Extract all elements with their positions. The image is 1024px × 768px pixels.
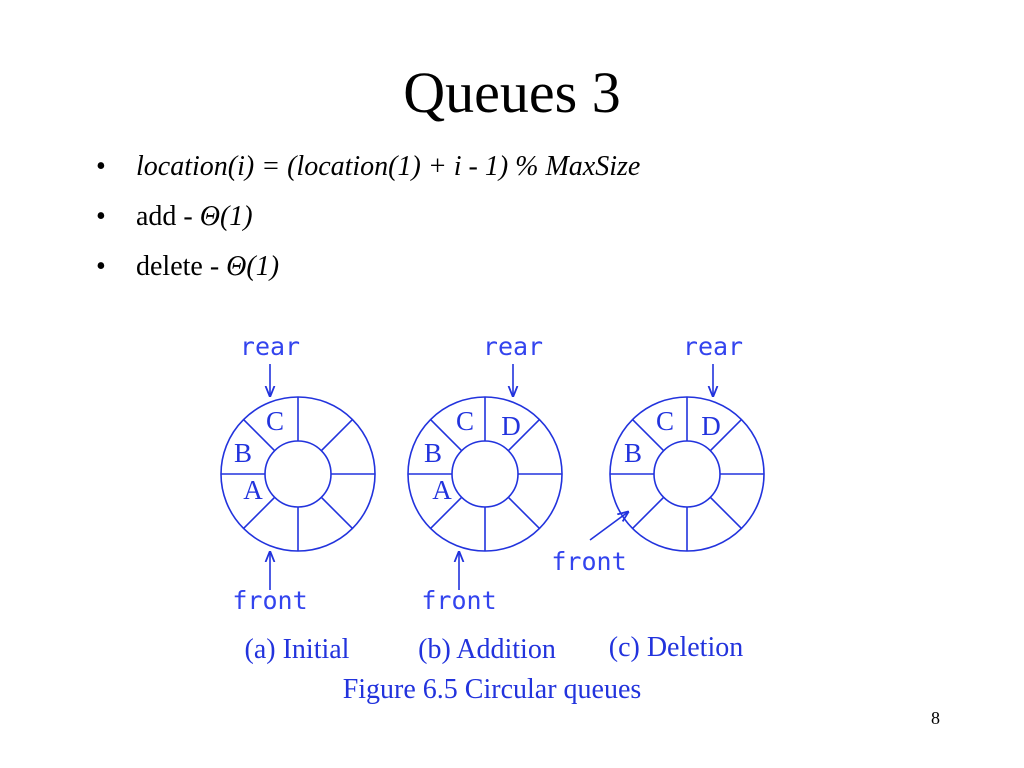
slot-divider xyxy=(242,418,276,452)
subcaption-deletion: (c) Deletion xyxy=(609,632,744,663)
bullet-item: • delete - Θ(1) xyxy=(96,242,640,292)
bullet-dot: • xyxy=(96,251,106,282)
bullet-text: add - Θ(1) xyxy=(136,201,253,232)
slot-divider xyxy=(507,418,541,452)
subcaption-initial: (a) Initial xyxy=(245,634,350,665)
front-label: front xyxy=(232,586,307,615)
queue-a-diagram: rear C B A front (a) Initial xyxy=(220,332,376,665)
queue-cell-c: C xyxy=(266,406,284,436)
queue-cell-c: C xyxy=(456,406,474,436)
bullet-item: • add - Θ(1) xyxy=(96,192,640,242)
bullet-text: delete - Θ(1) xyxy=(136,251,279,282)
slot-divider xyxy=(709,496,743,530)
subcaption-addition: (b) Addition xyxy=(418,634,556,665)
slot-divider xyxy=(320,418,354,452)
complexity-text: Θ(1) xyxy=(226,251,280,282)
front-label: front xyxy=(421,586,496,615)
front-pointer-arrow xyxy=(589,512,628,541)
queue-ring xyxy=(407,396,563,552)
slot-divider xyxy=(631,496,665,530)
formula-text: location(i) = (location(1) + i - 1) % Ma… xyxy=(136,151,641,182)
bullet-list: • location(i) = (location(1) + i - 1) % … xyxy=(96,142,640,292)
slot-divider xyxy=(429,418,463,452)
queue-ring xyxy=(609,396,765,552)
slot-divider xyxy=(429,496,463,530)
operation-name: delete - xyxy=(136,251,227,282)
queue-cell-b: B xyxy=(234,438,252,468)
ring-inner-circle xyxy=(653,440,721,508)
queue-c-diagram: rear C D B front (c) Deletion xyxy=(551,332,765,663)
slot-divider xyxy=(709,418,743,452)
slide-title: Queues 3 xyxy=(403,60,621,125)
slot-divider xyxy=(507,496,541,530)
queue-cell-a: A xyxy=(243,475,263,505)
page-number: 8 xyxy=(931,708,940,728)
bullet-item: • location(i) = (location(1) + i - 1) % … xyxy=(96,142,640,192)
front-label: front xyxy=(551,547,626,576)
bullet-dot: • xyxy=(96,201,106,232)
figure-caption: Figure 6.5 Circular queues xyxy=(343,674,642,705)
ring-inner-circle xyxy=(264,440,332,508)
queue-cell-b: B xyxy=(424,438,442,468)
slot-divider xyxy=(242,496,276,530)
slot-divider xyxy=(320,496,354,530)
queue-cell-a: A xyxy=(432,475,452,505)
bullet-text: location(i) = (location(1) + i - 1) % Ma… xyxy=(136,151,640,182)
operation-name: add - xyxy=(136,201,200,232)
bullet-dot: • xyxy=(96,151,106,182)
queue-cell-d: D xyxy=(501,411,521,441)
rear-label: rear xyxy=(483,332,543,361)
complexity-text: Θ(1) xyxy=(199,201,253,232)
queue-cell-d: D xyxy=(701,411,721,441)
queue-ring xyxy=(220,396,376,552)
queue-cell-c: C xyxy=(656,406,674,436)
ring-inner-circle xyxy=(451,440,519,508)
rear-label: rear xyxy=(683,332,743,361)
slot-divider xyxy=(631,418,665,452)
queue-cell-b: B xyxy=(624,438,642,468)
rear-label: rear xyxy=(240,332,300,361)
queue-b-diagram: rear C D B A front (b) Addition xyxy=(407,332,563,665)
